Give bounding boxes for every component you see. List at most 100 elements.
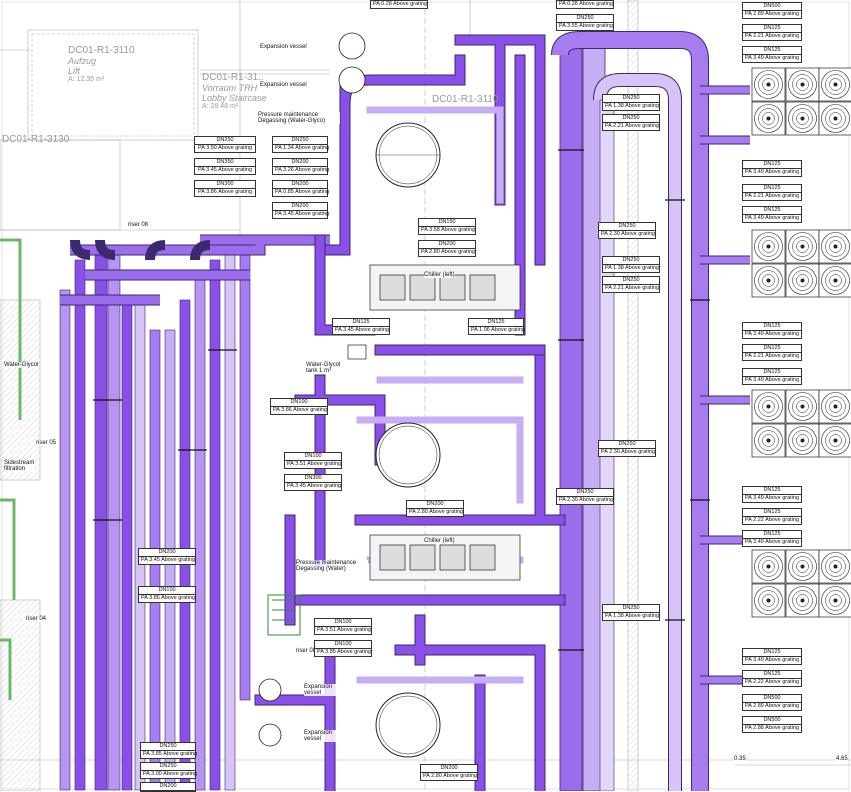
pipe-tag-pa: PA 2.21 Above grating (745, 193, 800, 199)
pipe-tag-dn: DN250 (273, 137, 327, 145)
pipe-tag-dn: DN250 (141, 743, 195, 751)
pipe-tag-dn: DN100 (315, 619, 371, 627)
pipe-tag-dn: DN125 (743, 25, 801, 33)
pipe-tag-dn: DN100 (271, 399, 327, 407)
pipe-tag-pa: PA 2.22 Above grating (745, 517, 800, 523)
pipe-tag-pa: PA 3.49 Above grating (745, 215, 800, 221)
pipe-tag-dn: DN125 (743, 369, 801, 377)
pipe-tag-pa: PA 2.21 Above grating (745, 353, 800, 359)
label-water-glycol: Water-Glycol (4, 362, 39, 368)
expansion-vessel-bottom (258, 678, 282, 747)
label-expansion-vessel: Expansion vessel (260, 82, 307, 88)
pipe-tag-dn: DN200 (139, 549, 195, 557)
pipe-tag-pa: PA 2.88 Above grating (745, 725, 800, 731)
pipe-tag-dn: DN125 (743, 345, 801, 353)
pipe-tag-pa: PA 2.80 Above grating (421, 249, 476, 255)
pipe-tag-dn: DN150 (419, 219, 475, 227)
left-risers-bends (70, 239, 211, 261)
pipe-tag-pa: PA 2.21 Above grating (745, 33, 800, 39)
pipe-tag-pa: PA 0.28 Above grating (559, 1, 614, 7)
pipe-tag-dn: DN250 (557, 489, 613, 497)
pipe-tag-pa: PA 3.49 Above grating (745, 55, 800, 61)
pipe-tag-pa: PA 3.85 Above grating (143, 751, 198, 757)
left-pipe-bundle (59, 249, 251, 791)
pipe-tag-pa: PA 3.49 Above grating (745, 539, 800, 545)
room-label-lobby: DC01-R1-31.. Vorraum TRH Lobby Staircase… (202, 72, 267, 110)
pipe-tag-dn: DN250 (603, 277, 659, 285)
room-name-en: Lift (68, 66, 81, 76)
pipe-tag-dn: DN250 (599, 223, 655, 231)
dry-cooler-1 (751, 67, 851, 136)
room-name-en: Lobby Staircase (202, 93, 267, 103)
pipe-tag-pa: PA 3.51 Above grating (287, 461, 342, 467)
pipe-tag-dn: DN250 (557, 15, 613, 23)
pipe-tag-dn: DN125 (743, 531, 801, 539)
water-glycol-tank (347, 344, 367, 360)
room-area: A: 28.48 m² (202, 103, 239, 110)
room-number: DC01-R1-3110 (432, 94, 499, 105)
pipe-tag-dn: DN200 (419, 241, 475, 249)
room-area: A: 12.35 m² (68, 76, 105, 83)
expansion-vessel-top (338, 32, 366, 94)
pipe-tag-dn: DN500 (743, 717, 801, 725)
pipe-tag-pa: PA 3.00 Above grating (143, 771, 198, 777)
central-pipe-network (254, 34, 566, 791)
pipe-tag-pa: PA 2.30 Above grating (601, 449, 656, 455)
label-expansion-vessel: Expansion vessel (304, 730, 336, 742)
label-riser: riser 08 (128, 222, 149, 228)
pipe-tag-pa: PA 2.80 Above grating (409, 509, 464, 515)
pipe-tag-dn: DN250 (603, 605, 659, 613)
pipe-tag-dn: DN125 (743, 47, 801, 55)
pipe-tag-pa: PA 3.45 Above grating (287, 483, 342, 489)
tank-bottom (375, 692, 441, 758)
pipe-tag-dn: DN125 (743, 207, 801, 215)
room-label-left: DC01-R1-3130 (2, 134, 69, 145)
pipe-tag-dn: DN500 (743, 3, 801, 11)
label-expansion-vessel: Expansion vessel (304, 684, 336, 696)
pipe-tag: PA 0.28 Above grating (370, 0, 428, 9)
pipe-flanges (93, 149, 710, 651)
pipe-tag-dn: DN100 (139, 587, 195, 595)
pipe-tag-pa: PA 3.45 Above grating (335, 327, 390, 333)
pipe-tag-pa: PA 3.86 Above grating (273, 407, 328, 413)
pressure-maintenance-water (267, 594, 301, 636)
pipe-tag-dn: DN100 (315, 641, 371, 649)
pipe-tag-dn: DN250 (603, 95, 659, 103)
pipe-tag-dn: DN200 (273, 159, 327, 167)
room-number: DC01-R1-3110 (68, 45, 135, 56)
label-riser: riser 04 (26, 616, 47, 622)
pipe-tag-pa: PA 0.85 Above grating (275, 189, 330, 195)
pipe-tag-dn: DN250 (141, 763, 195, 771)
pipe-tag-pa: PA 2.80 Above grating (423, 773, 478, 779)
pipe-tag-dn: DN200 (407, 501, 463, 509)
pipe-tag-pa: PA 3.45 Above grating (141, 557, 196, 563)
pipe-tag-pa: PA 2.30 Above grating (559, 497, 614, 503)
pipe-tag-dn: DN200 (421, 765, 477, 773)
